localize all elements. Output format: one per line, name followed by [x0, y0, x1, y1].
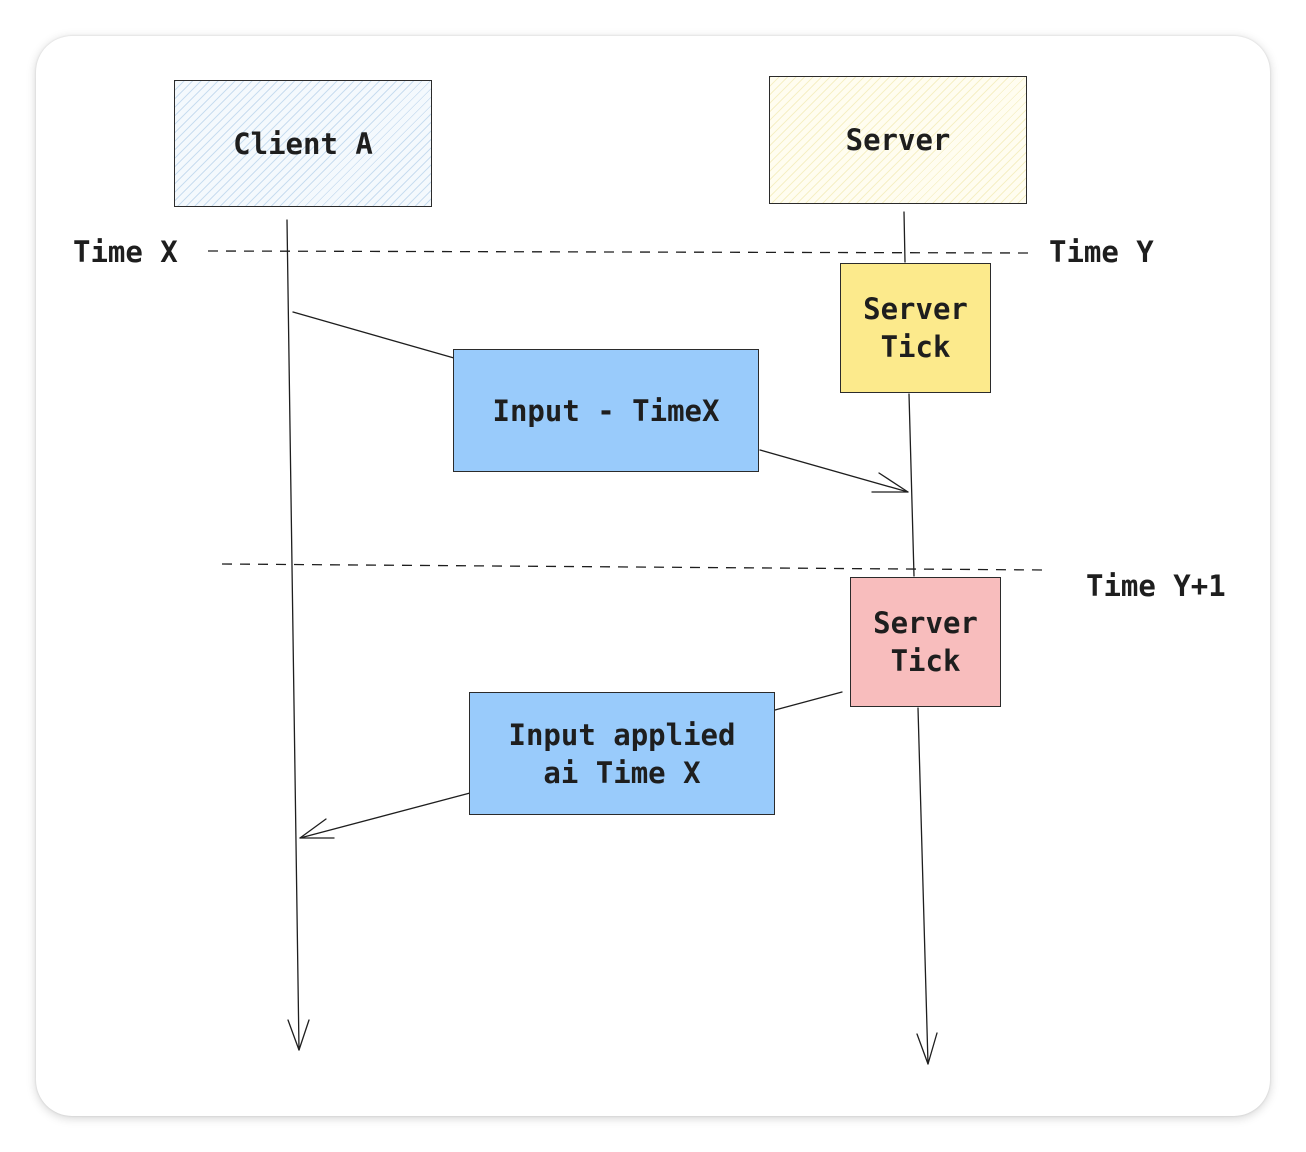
client-a-box: Client A: [174, 80, 432, 207]
server-tick-label-2: Server Tick: [873, 606, 978, 678]
time-x-label: Time X: [73, 235, 178, 269]
input-arrowhead: [871, 472, 909, 493]
applied-arrow-start: [774, 691, 843, 711]
server-tick-box-1: Server Tick: [840, 263, 991, 393]
input-applied-label: Input applied ai Time X: [508, 717, 736, 790]
input-arrow-start: [292, 311, 455, 359]
client-lifeline: [286, 219, 300, 1051]
client-lifeline-arrowhead: [287, 1019, 310, 1051]
server-lifeline-top: [903, 211, 906, 263]
server-box: Server: [769, 76, 1027, 204]
server-label: Server: [845, 123, 951, 157]
server-lifeline-mid: [908, 393, 915, 577]
time-x-divider: [207, 250, 1031, 254]
server-tick-box-2: Server Tick: [850, 577, 1001, 707]
applied-arrowhead: [299, 818, 335, 839]
input-message-label: Input - TimeX: [492, 393, 720, 428]
diagram-canvas: [36, 36, 1270, 1116]
server-tick-label-1: Server Tick: [863, 292, 968, 364]
time-y-label: Time Y: [1049, 235, 1154, 269]
time-y-plus-1-label: Time Y+1: [1086, 569, 1226, 603]
input-arrow-end: [759, 449, 909, 493]
input-applied-box: Input applied ai Time X: [469, 692, 775, 815]
applied-arrow-end: [299, 792, 471, 839]
server-lifeline-bottom: [917, 707, 929, 1065]
client-a-label: Client A: [233, 126, 373, 161]
time-y1-divider: [221, 563, 1045, 571]
server-lifeline-arrowhead: [916, 1032, 938, 1065]
input-message-box: Input - TimeX: [453, 349, 759, 472]
